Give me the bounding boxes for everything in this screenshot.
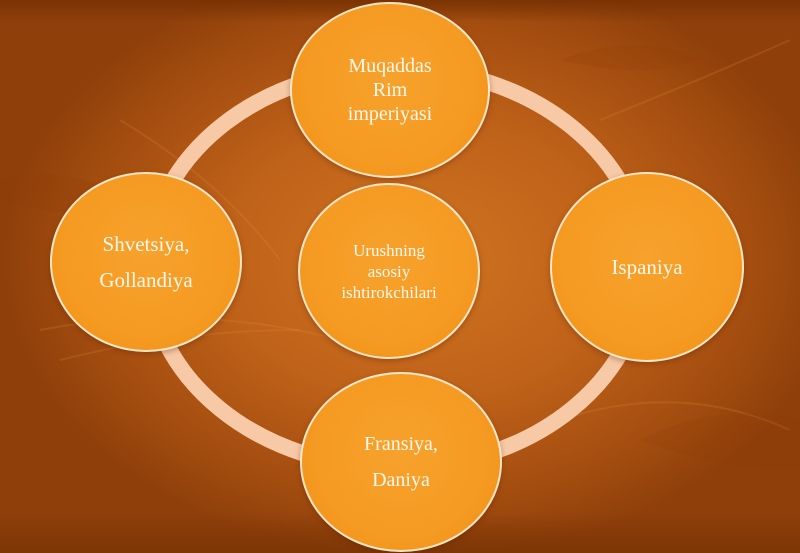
node-france-denmark: Fransiya, Daniya (300, 372, 502, 552)
node-spain: Ispaniya (550, 172, 744, 362)
node-top-label: Muqaddas Rim imperiyasi (347, 55, 433, 125)
node-right-label: Ispaniya (611, 255, 683, 279)
center-label: Urushning asosiy ishtirokchilari (341, 240, 437, 302)
node-center-participants: Urushning asosiy ishtirokchilari (298, 183, 480, 359)
node-left-label: Shvetsiya, Gollandiya (99, 232, 193, 292)
node-sweden-netherlands: Shvetsiya, Gollandiya (50, 172, 242, 352)
node-holy-roman-empire: Muqaddas Rim imperiyasi (290, 2, 490, 178)
node-bottom-label: Fransiya, Daniya (364, 433, 438, 491)
